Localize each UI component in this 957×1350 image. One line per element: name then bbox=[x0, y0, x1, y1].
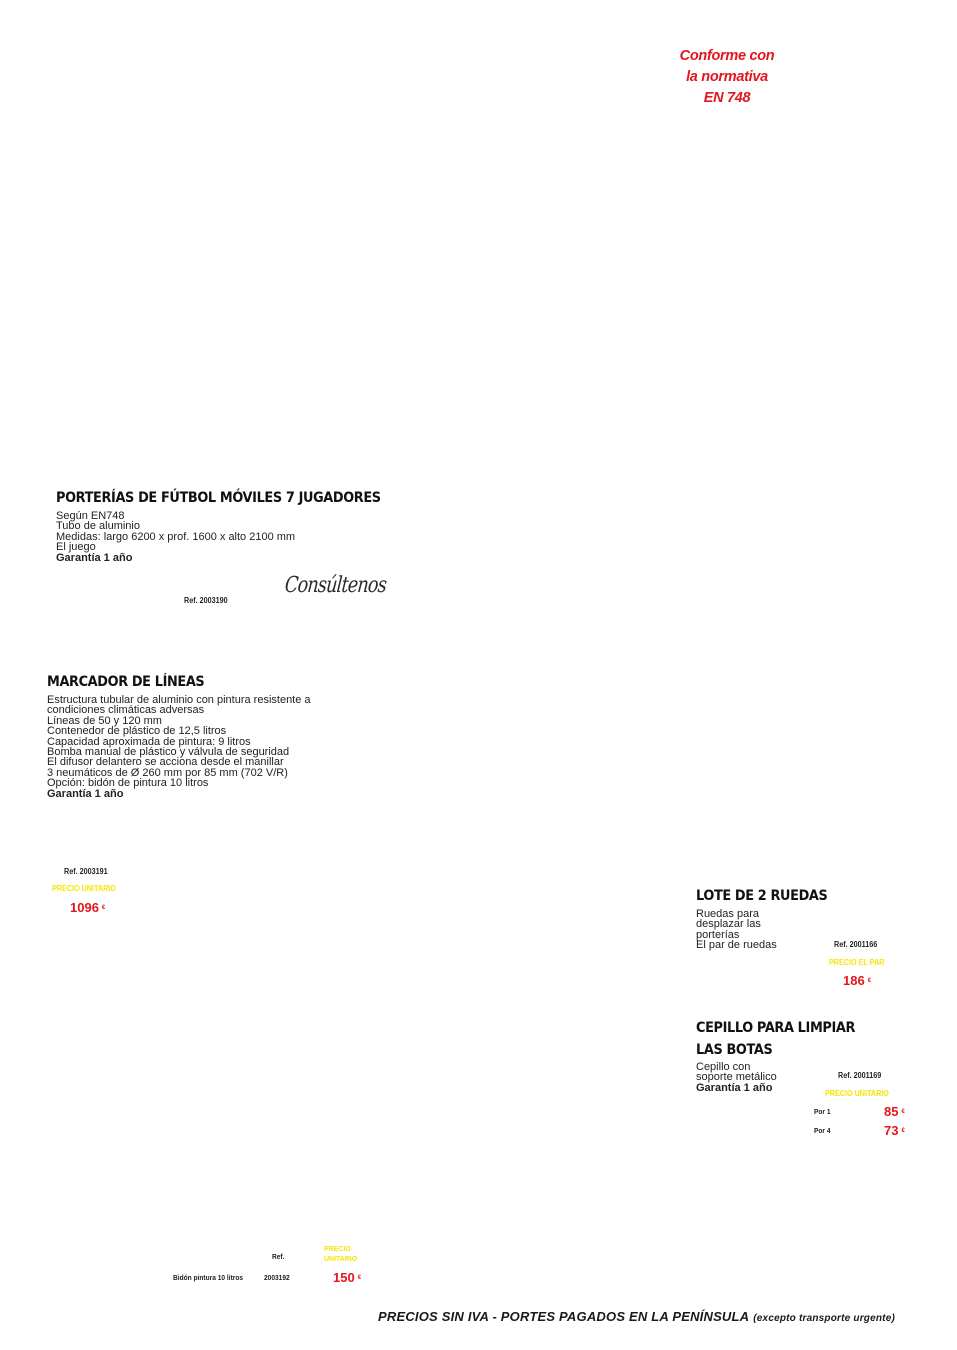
porterias-line: Según EN748 bbox=[56, 510, 125, 522]
marcador-line: Líneas de 50 y 120 mm bbox=[47, 714, 162, 727]
bidon-ref-header: Ref. bbox=[272, 1252, 285, 1261]
ruedas-line: El par de ruedas bbox=[696, 939, 777, 952]
porterias-line: Medidas: largo 6200 x prof. 1600 x alto … bbox=[56, 530, 296, 543]
ruedas-price: 186€ bbox=[843, 973, 871, 988]
porterias-garantia: Garantía 1 año bbox=[56, 551, 133, 564]
footer-main: PRECIOS SIN IVA - PORTES PAGADOS EN LA P… bbox=[378, 1309, 750, 1324]
marcador-line: El difusor delantero se acciona desde el… bbox=[47, 756, 284, 769]
marcador-price-value: 1096 bbox=[70, 900, 99, 915]
ruedas-price-label: PRECIO EL PAR bbox=[829, 958, 885, 967]
marcador-line: 3 neumáticos de Ø 260 mm por 85 mm (702 … bbox=[47, 766, 288, 779]
ruedas-line: porterías bbox=[696, 928, 740, 941]
cepillo-row-label: Por 1 bbox=[814, 1107, 831, 1116]
marcador-line: Capacidad aproximada de pintura: 9 litro… bbox=[47, 735, 251, 748]
porterias-line: Tubo de aluminio bbox=[56, 520, 140, 533]
ruedas-price-value: 186 bbox=[843, 973, 865, 988]
marcador-price-label: PRECIO UNITARIO bbox=[52, 884, 116, 893]
cepillo-row-currency: € bbox=[901, 1128, 905, 1134]
footer-note: (excepto transporte urgente) bbox=[753, 1313, 895, 1324]
cepillo-ref: Ref. 2001169 bbox=[838, 1071, 882, 1080]
cepillo-price-label: PRECIO UNITARIO bbox=[825, 1089, 889, 1098]
porterias-ref: Ref. 2003190 bbox=[184, 596, 228, 605]
cepillo-row-price: 85€ bbox=[884, 1104, 905, 1119]
cepillo-row-price: 73€ bbox=[884, 1123, 905, 1138]
bidon-price-header-line: UNITARIO bbox=[324, 1256, 358, 1263]
marcador-description: Estructura tubular de aluminio con pintu… bbox=[47, 694, 311, 800]
ruedas-description: Ruedas para desplazar las porterías El p… bbox=[696, 908, 777, 952]
marcador-line: Contenedor de plástico de 12,5 litros bbox=[47, 725, 227, 738]
cepillo-row-price-value: 85 bbox=[884, 1104, 899, 1119]
marcador-line: Bomba manual de plástico y válvula de se… bbox=[47, 746, 290, 759]
marcador-line: Estructura tubular de aluminio con pintu… bbox=[47, 694, 311, 706]
marcador-title: MARCADOR DE LÍNEAS bbox=[47, 674, 205, 690]
cepillo-description: Cepillo con soporte metálico Garantía 1 … bbox=[696, 1061, 777, 1094]
footer-notice: PRECIOS SIN IVA - PORTES PAGADOS EN LA P… bbox=[378, 1309, 895, 1324]
bidon-price-value: 150 bbox=[333, 1270, 355, 1285]
cepillo-row-currency: € bbox=[901, 1109, 905, 1115]
marcador-ref: Ref. 2003191 bbox=[64, 867, 108, 876]
porterias-title: PORTERÍAS DE FÚTBOL MÓVILES 7 JUGADORES bbox=[56, 490, 381, 506]
cepillo-title-1: CEPILLO PARA LIMPIAR bbox=[696, 1020, 856, 1036]
marcador-garantia: Garantía 1 año bbox=[47, 787, 124, 800]
marcador-line: Opción: bidón de pintura 10 litros bbox=[47, 777, 209, 790]
porterias-consultenos: Consúltenos bbox=[283, 573, 388, 598]
bidon-name: Bidón pintura 10 litros bbox=[173, 1273, 244, 1282]
bidon-price: 150€ bbox=[333, 1270, 361, 1285]
marcador-price: 1096€ bbox=[70, 900, 105, 915]
cepillo-row-price-value: 73 bbox=[884, 1123, 899, 1138]
cepillo-title-2: LAS BOTAS bbox=[696, 1042, 773, 1058]
cepillo-line: soporte metálico bbox=[696, 1071, 777, 1084]
ruedas-line: Ruedas para bbox=[696, 908, 759, 920]
ruedas-ref: Ref. 2001166 bbox=[834, 940, 878, 949]
normativa-line-2: la normativa bbox=[686, 69, 768, 85]
normativa-line-1: Conforme con bbox=[679, 48, 775, 64]
cepillo-line: Cepillo con bbox=[696, 1061, 751, 1073]
ruedas-line: desplazar las bbox=[696, 918, 761, 931]
bidon-price-header-line: PRECIO bbox=[324, 1246, 351, 1253]
ruedas-title: LOTE DE 2 RUEDAS bbox=[696, 888, 828, 904]
bidon-ref: 2003192 bbox=[264, 1273, 290, 1282]
bidon-price-currency: € bbox=[357, 1275, 362, 1281]
cepillo-garantia: Garantía 1 año bbox=[696, 1081, 773, 1094]
porterias-description: Según EN748 Tubo de aluminio Medidas: la… bbox=[56, 510, 296, 564]
marcador-price-currency: € bbox=[101, 905, 106, 911]
normativa-line-3: EN 748 bbox=[703, 90, 751, 106]
ruedas-price-currency: € bbox=[867, 978, 872, 984]
marcador-line: condiciones climáticas adversas bbox=[47, 704, 205, 717]
porterias-line: El juego bbox=[56, 541, 96, 554]
bidon-price-header: PRECIO UNITARIO bbox=[324, 1245, 358, 1265]
normativa-notice: Conforme con la normativa EN 748 bbox=[660, 46, 794, 109]
cepillo-row-label: Por 4 bbox=[814, 1126, 831, 1135]
